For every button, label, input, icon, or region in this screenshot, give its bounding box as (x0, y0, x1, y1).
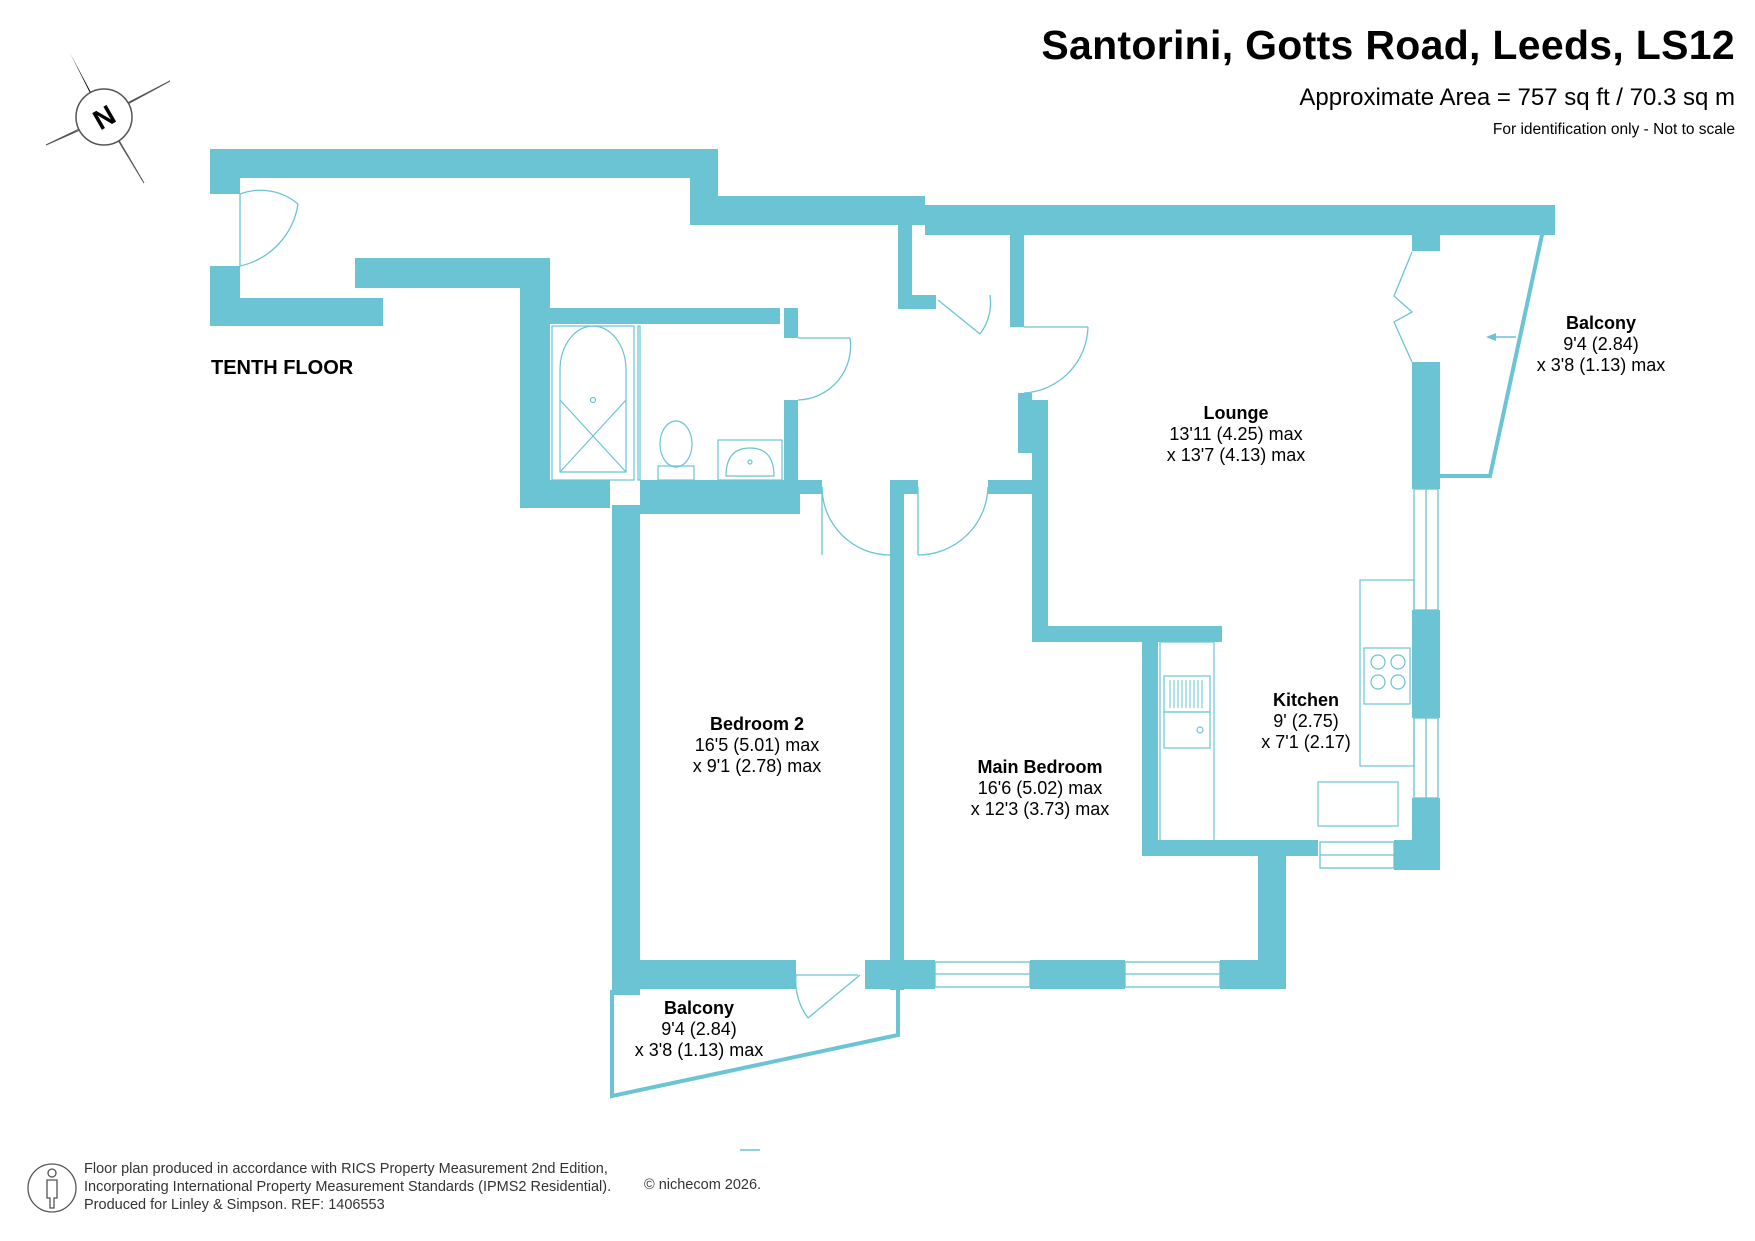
room-name: Kitchen (1272, 690, 1340, 710)
room-dimension: x 3'8 (1.13) max (634, 1040, 764, 1060)
plan-title: Santorini, Gotts Road, Leeds, LS12 (1041, 22, 1735, 68)
room-name: Balcony (663, 998, 735, 1018)
fixtures (551, 325, 1415, 843)
floor-label: TENTH FLOOR (211, 357, 354, 379)
room-dimension: 13'11 (4.25) max (1169, 424, 1303, 444)
room-label-kitchen: Kitchen 9' (2.75) x 7'1 (2.17) (1261, 690, 1350, 753)
door-swings (239, 189, 1414, 1019)
room-name: Bedroom 2 (709, 714, 805, 734)
room-dimension: x 13'7 (4.13) max (1166, 445, 1306, 465)
room-dimension: 9' (2.75) (1273, 711, 1339, 731)
room-dimension: 9'4 (2.84) (1563, 334, 1639, 354)
windows (934, 488, 1439, 988)
room-dimension: 9'4 (2.84) (661, 1019, 737, 1039)
room-dimension: x 7'1 (2.17) (1261, 732, 1351, 752)
room-label-balcony-east: Balcony 9'4 (2.84) x 3'8 (1.13) max (1537, 313, 1666, 376)
room-dimension: x 12'3 (3.73) max (970, 799, 1110, 819)
walls (210, 149, 1555, 995)
room-name: Balcony (1565, 313, 1637, 333)
room-name: Main Bedroom (977, 757, 1103, 777)
room-dimension: x 9'1 (2.78) max (692, 756, 822, 776)
room-dimension: x 3'8 (1.13) max (1536, 355, 1666, 375)
scale-note: For identification only - Not to scale (1492, 121, 1735, 138)
copyright: © nichecom 2026. (644, 1177, 762, 1193)
room-dimension: 16'6 (5.02) max (977, 778, 1103, 798)
footer-line: Produced for Linley & Simpson. REF: 1406… (84, 1197, 385, 1213)
balcony-outlines (610, 205, 1551, 1099)
footer-line: Incorporating International Property Mea… (84, 1179, 612, 1195)
person-icon (27, 1163, 77, 1213)
room-dimension: 16'5 (5.01) max (694, 735, 820, 755)
room-name: Lounge (1203, 403, 1269, 423)
north-arrow-icon: N (45, 53, 171, 184)
room-label-balcony-south: Balcony 9'4 (2.84) x 3'8 (1.13) max (635, 998, 764, 1061)
footer-line: Floor plan produced in accordance with R… (84, 1161, 608, 1177)
room-label-lounge: Lounge 13'11 (4.25) max x 13'7 (4.13) ma… (1167, 403, 1306, 466)
footer-text: Floor plan produced in accordance with R… (84, 1160, 611, 1214)
drainer-ribs (1169, 680, 1203, 708)
room-label-main-bedroom: Main Bedroom 16'6 (5.02) max x 12'3 (3.7… (971, 757, 1110, 820)
room-label-bedroom-2: Bedroom 2 16'5 (5.01) max x 9'1 (2.78) m… (693, 714, 822, 777)
approximate-area: Approximate Area = 757 sq ft / 70.3 sq m (1299, 84, 1735, 111)
